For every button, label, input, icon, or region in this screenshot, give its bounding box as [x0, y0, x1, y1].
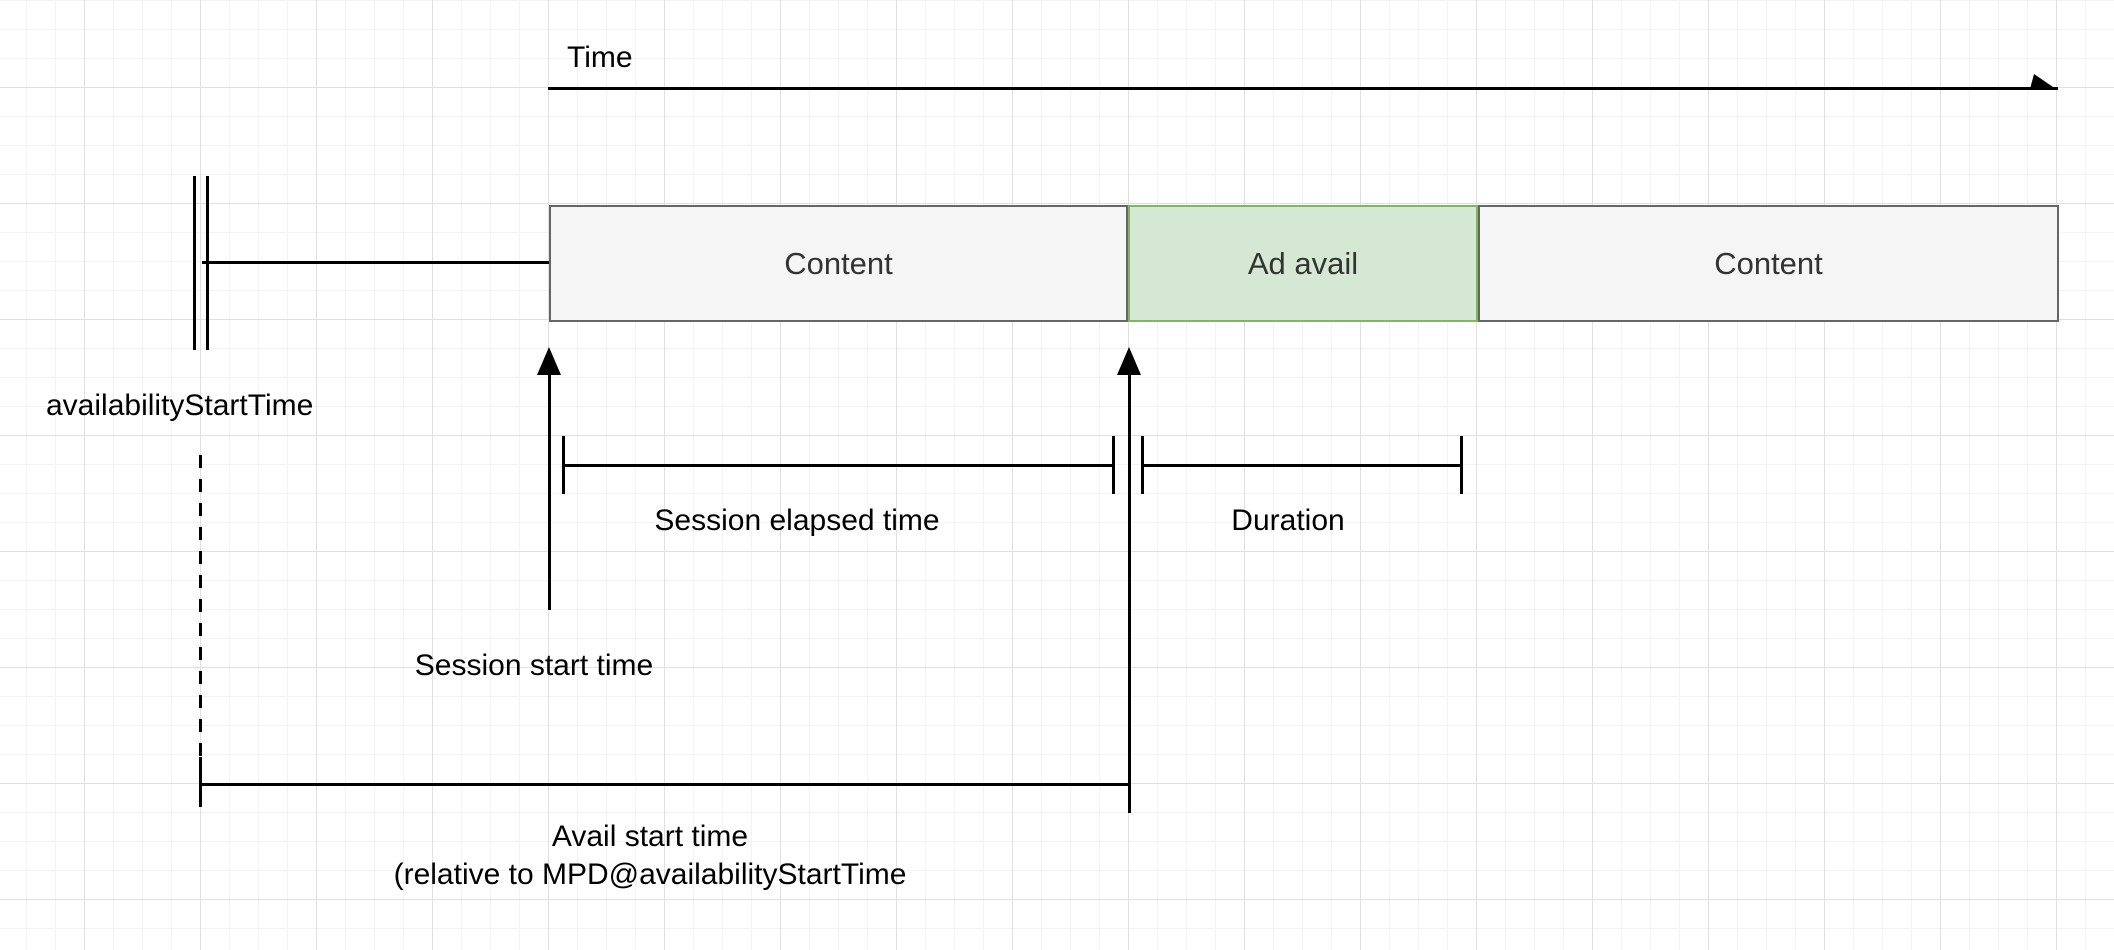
content-box-1-label: Content	[784, 245, 893, 281]
avail-start-arrowhead-icon	[1117, 347, 1141, 375]
avail-start-time-label-line1: Avail start time	[551, 820, 749, 853]
ad-avail-box-label: Ad avail	[1247, 245, 1359, 281]
duration-measure-tick-right	[1460, 436, 1463, 494]
avail-start-arrow-line	[1128, 373, 1131, 813]
availability-start-marker-line-1	[193, 176, 196, 350]
duration-label: Duration	[1231, 504, 1345, 537]
ad-avail-box: Ad avail	[1128, 205, 1478, 322]
session-elapsed-measure-line	[564, 464, 1115, 467]
content-box-2-label: Content	[1714, 245, 1823, 281]
avail-start-time-label-line2: (relative to MPD@availabilityStartTime	[393, 858, 907, 891]
session-elapsed-measure-tick-left	[562, 436, 565, 494]
session-start-time-label: Session start time	[414, 649, 654, 682]
session-elapsed-time-label: Session elapsed time	[654, 504, 940, 537]
avail-start-measure-tick-left	[199, 757, 202, 807]
availability-start-time-label: availabilityStartTime	[46, 389, 314, 422]
time-axis-line	[548, 87, 2058, 90]
session-elapsed-measure-tick-right	[1112, 436, 1115, 494]
avail-start-measure-line	[200, 783, 1130, 786]
time-axis-arrowhead-icon	[2030, 74, 2056, 89]
duration-measure-tick-left	[1141, 436, 1144, 494]
duration-measure-line	[1143, 464, 1463, 467]
marker-to-content-connector-line	[202, 261, 550, 264]
session-start-arrowhead-icon	[537, 347, 561, 375]
avail-start-time-label: Avail start time (relative to MPD@availa…	[352, 818, 948, 894]
content-box-2: Content	[1478, 205, 2059, 322]
availability-start-dashed-line	[199, 455, 202, 757]
time-axis-label: Time	[567, 41, 633, 74]
session-start-arrow-line	[548, 373, 551, 610]
content-box-1: Content	[549, 205, 1128, 322]
